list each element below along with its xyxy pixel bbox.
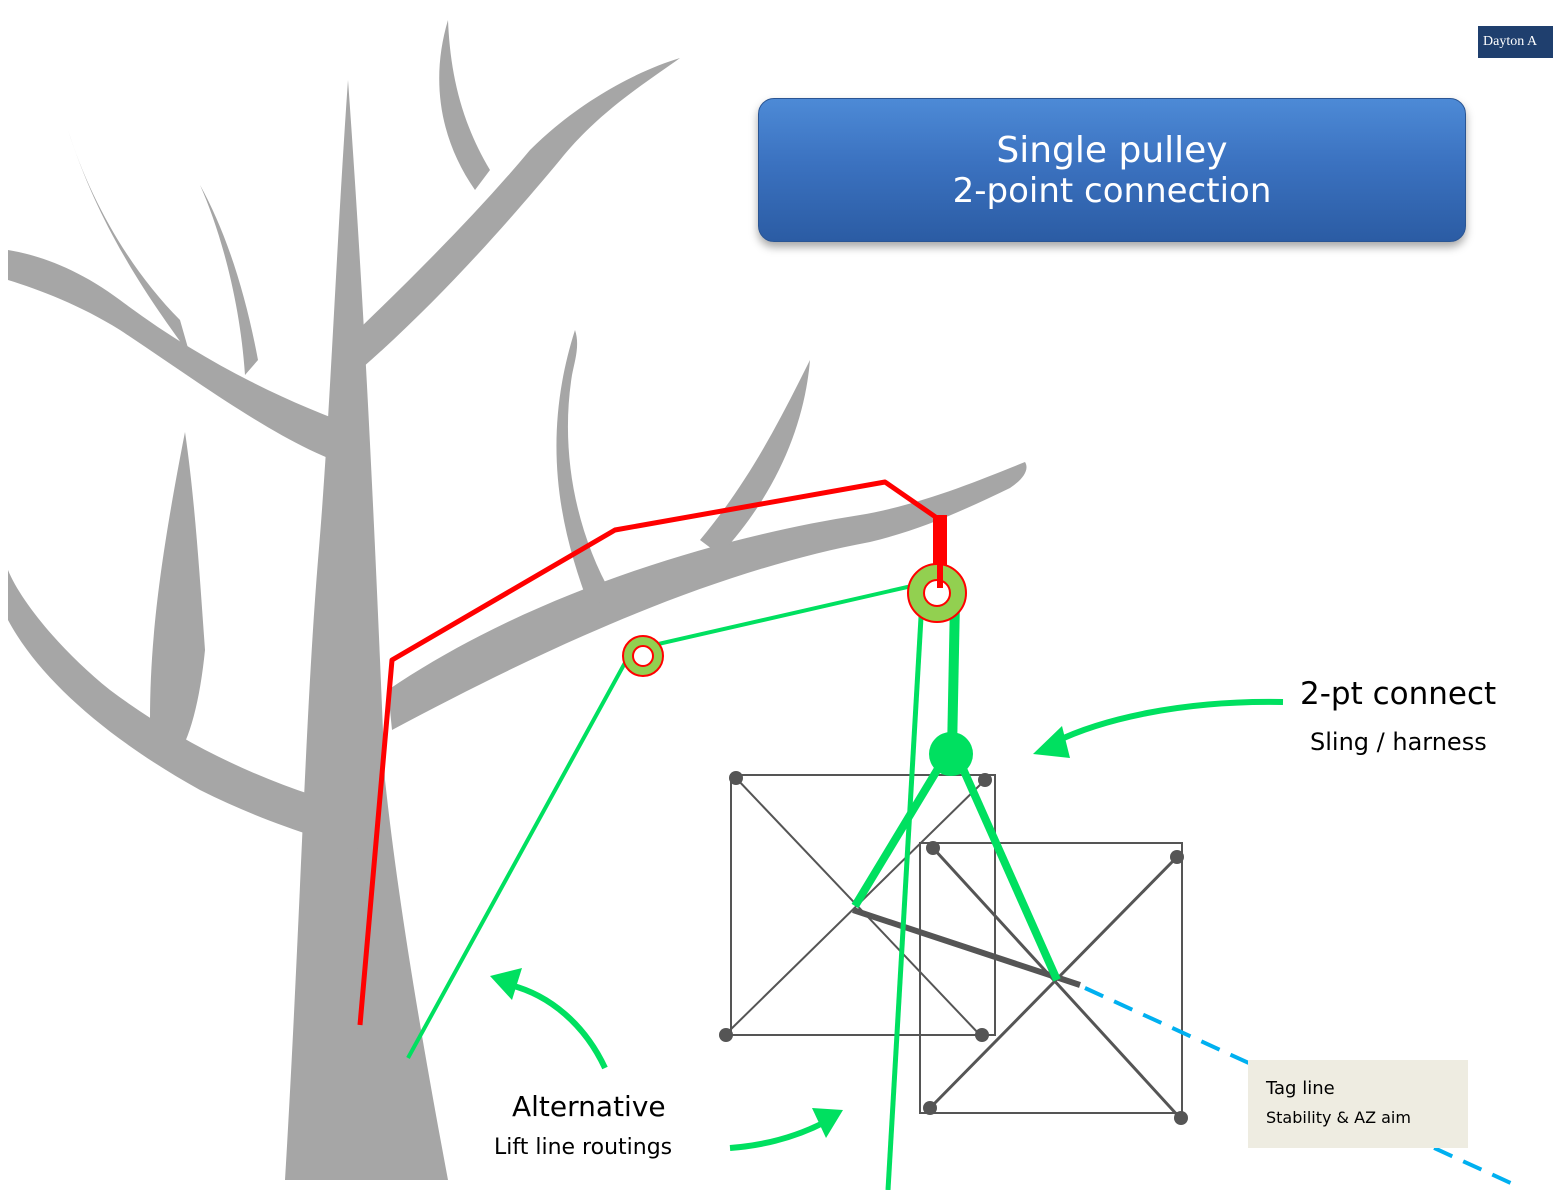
green-sling-right (956, 760, 1061, 982)
red-lift-line (357, 479, 943, 1026)
antenna-element-back (724, 774, 996, 1036)
label-lift-line-routings: Lift line routings (494, 1135, 673, 1160)
arrow-alternative-up (490, 968, 608, 1070)
green-sling-left (851, 759, 946, 909)
title-line-2: 2-point connection (952, 171, 1272, 211)
sling-connection-point (929, 732, 973, 776)
tag-line-title: Tag line (1266, 1078, 1335, 1099)
title-box: Single pulley 2-point connection (758, 98, 1466, 242)
tree-branch-top-right-up (439, 20, 490, 190)
tree-branch-left-lower (8, 570, 372, 852)
green-main-lift-line (947, 599, 960, 753)
tree-branch-top-right (358, 58, 680, 368)
arrow-2pt-connect (1033, 698, 1284, 758)
tree-branch-right-up (556, 330, 612, 608)
arrow-alternative-right (729, 1108, 843, 1151)
antenna-element-front (919, 842, 1183, 1120)
tree-branch-right-upper-tip (700, 360, 810, 555)
antenna-boom (852, 907, 1081, 988)
pulley-left (622, 635, 664, 677)
tree-branch-right (388, 462, 1027, 730)
label-alternative: Alternative (512, 1090, 666, 1123)
green-vertical-line (885, 599, 925, 1190)
tree-branch-left-upper (8, 250, 365, 470)
tree-branch-left-lower-up (150, 432, 205, 760)
tree-trunk (285, 80, 448, 1180)
antenna-corner-dots (719, 771, 1188, 1125)
label-2pt-connect: 2-pt connect (1300, 676, 1497, 712)
tree-illustration (8, 20, 1027, 1180)
pulley-right (907, 563, 967, 623)
label-sling-harness: Sling / harness (1310, 728, 1487, 756)
tree-branch-left-upper-up2 (200, 185, 258, 375)
tree-branch-left-upper-up (68, 130, 190, 355)
tag-line-subtitle: Stability & AZ aim (1266, 1108, 1411, 1127)
tag-line-callout: Tag line Stability & AZ aim (1248, 1060, 1468, 1148)
logo-badge: Dayton A (1478, 26, 1553, 58)
title-line-1: Single pulley (996, 130, 1228, 171)
